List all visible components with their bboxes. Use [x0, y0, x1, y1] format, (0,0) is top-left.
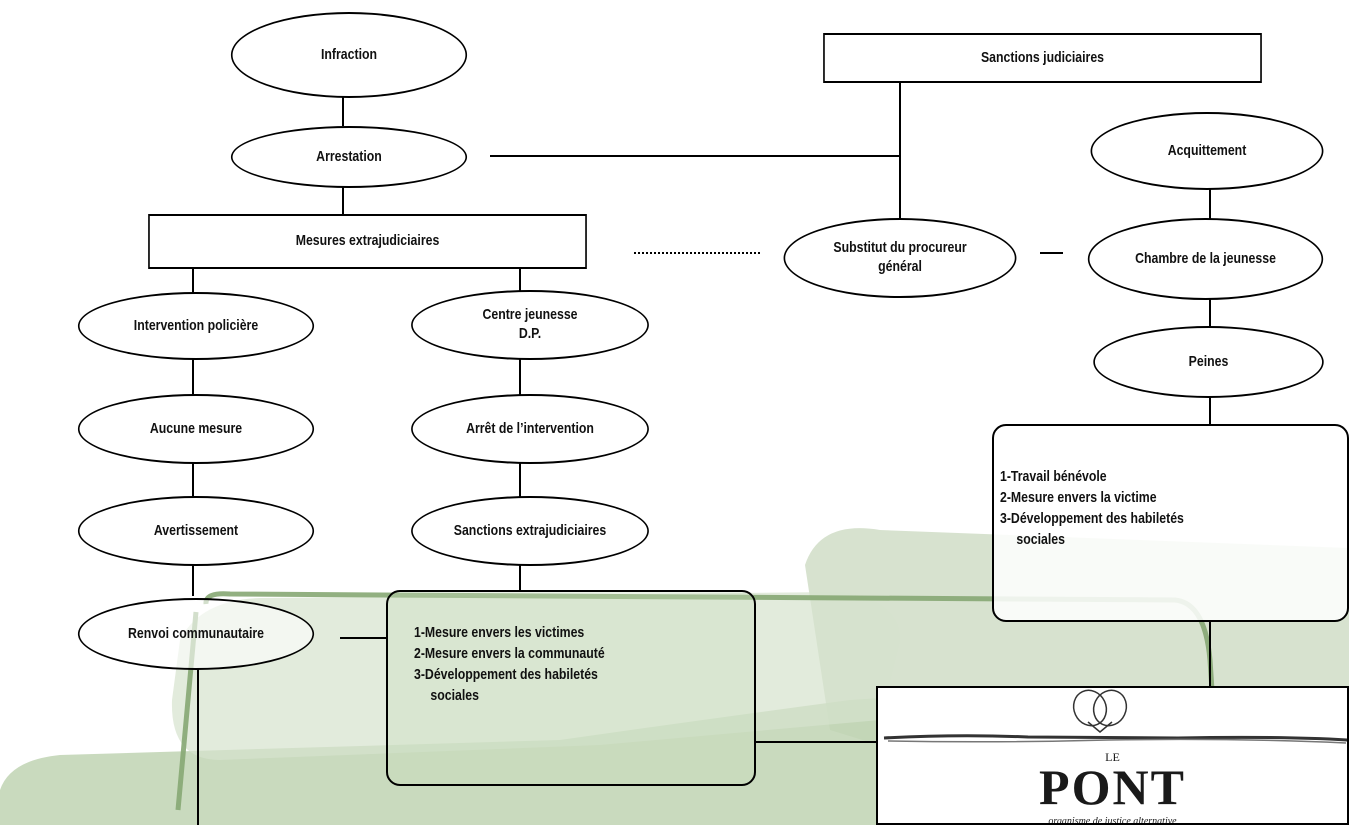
node-centre-jeunesse-line1: Centre jeunesse	[482, 306, 578, 324]
node-peines-label: Peines	[1188, 352, 1229, 370]
node-arrestation: Arrestation	[230, 126, 468, 188]
node-chambre-jeunesse-label: Chambre de la jeunesse	[1135, 249, 1276, 267]
node-sanctions-extrajudiciaires: Sanctions extrajudiciaires	[411, 496, 649, 566]
node-sanctions-judiciaires: Sanctions judiciaires	[823, 33, 1262, 83]
node-arret-intervention: Arrêt de l’intervention	[411, 394, 649, 464]
list-peines-item-1: 1-Travail bénévole	[1000, 468, 1107, 485]
list-mesures-extrajudiciaires: 1-Mesure envers les victimes 2-Mesure en…	[386, 590, 756, 786]
node-intervention-policiere: Intervention policière	[77, 292, 315, 360]
list-peines-item-3: 3-Développement des habiletés	[1000, 510, 1184, 527]
node-centre-jeunesse-line2: D.P.	[518, 325, 542, 342]
node-acquittement-label: Acquittement	[1167, 141, 1247, 159]
logo-pont: PONT	[1039, 759, 1186, 815]
list-extra-item-1: 1-Mesure envers les victimes	[414, 624, 585, 641]
node-peines: Peines	[1093, 326, 1324, 398]
list-extra-item-2: 2-Mesure envers la communauté	[414, 645, 605, 662]
node-aucune-mesure-label: Aucune mesure	[149, 419, 243, 437]
node-infraction: Infraction	[230, 12, 468, 98]
le-pont-logo: LE PONT organisme de justice alternative	[876, 686, 1349, 825]
node-renvoi-communautaire-label: Renvoi communautaire	[127, 624, 265, 642]
node-arrestation-label: Arrestation	[316, 147, 382, 165]
node-acquittement: Acquittement	[1090, 112, 1324, 190]
node-mesures-extrajudiciaires-label: Mesures extrajudiciaires	[295, 232, 440, 250]
node-mesures-extrajudiciaires: Mesures extrajudiciaires	[148, 214, 587, 269]
node-renvoi-communautaire: Renvoi communautaire	[77, 598, 315, 670]
node-infraction-label: Infraction	[320, 45, 378, 63]
node-avertissement-label: Avertissement	[153, 521, 239, 539]
node-chambre-jeunesse: Chambre de la jeunesse	[1087, 218, 1324, 300]
node-aucune-mesure: Aucune mesure	[77, 394, 315, 464]
logo-le: LE	[1105, 750, 1120, 764]
node-substitut-procureur: Substitut du procureur général	[783, 218, 1017, 298]
node-intervention-policiere-label: Intervention policière	[133, 316, 259, 334]
green-shape-middle	[171, 592, 900, 760]
logo-tagline: organisme de justice alternative	[1048, 816, 1177, 825]
list-peines-item-2: 2-Mesure envers la victime	[1000, 489, 1157, 506]
connectors	[192, 82, 1211, 825]
list-peines-item-3-cont: sociales	[1016, 531, 1065, 548]
node-substitut-line2: général	[878, 258, 922, 275]
node-sanctions-judiciaires-label: Sanctions judiciaires	[980, 48, 1105, 66]
node-substitut-line1: Substitut du procureur	[833, 239, 967, 257]
list-peines: 1-Travail bénévole 2-Mesure envers la vi…	[992, 424, 1349, 622]
node-centre-jeunesse: Centre jeunesse D.P.	[411, 290, 649, 360]
node-arret-intervention-label: Arrêt de l’intervention	[466, 419, 594, 437]
list-extra-item-3: 3-Développement des habiletés	[414, 666, 598, 683]
node-avertissement: Avertissement	[77, 496, 315, 566]
list-extra-item-3-cont: sociales	[430, 687, 479, 704]
node-sanctions-extrajudiciaires-label: Sanctions extrajudiciaires	[453, 521, 607, 539]
knot-icon	[883, 689, 1347, 744]
